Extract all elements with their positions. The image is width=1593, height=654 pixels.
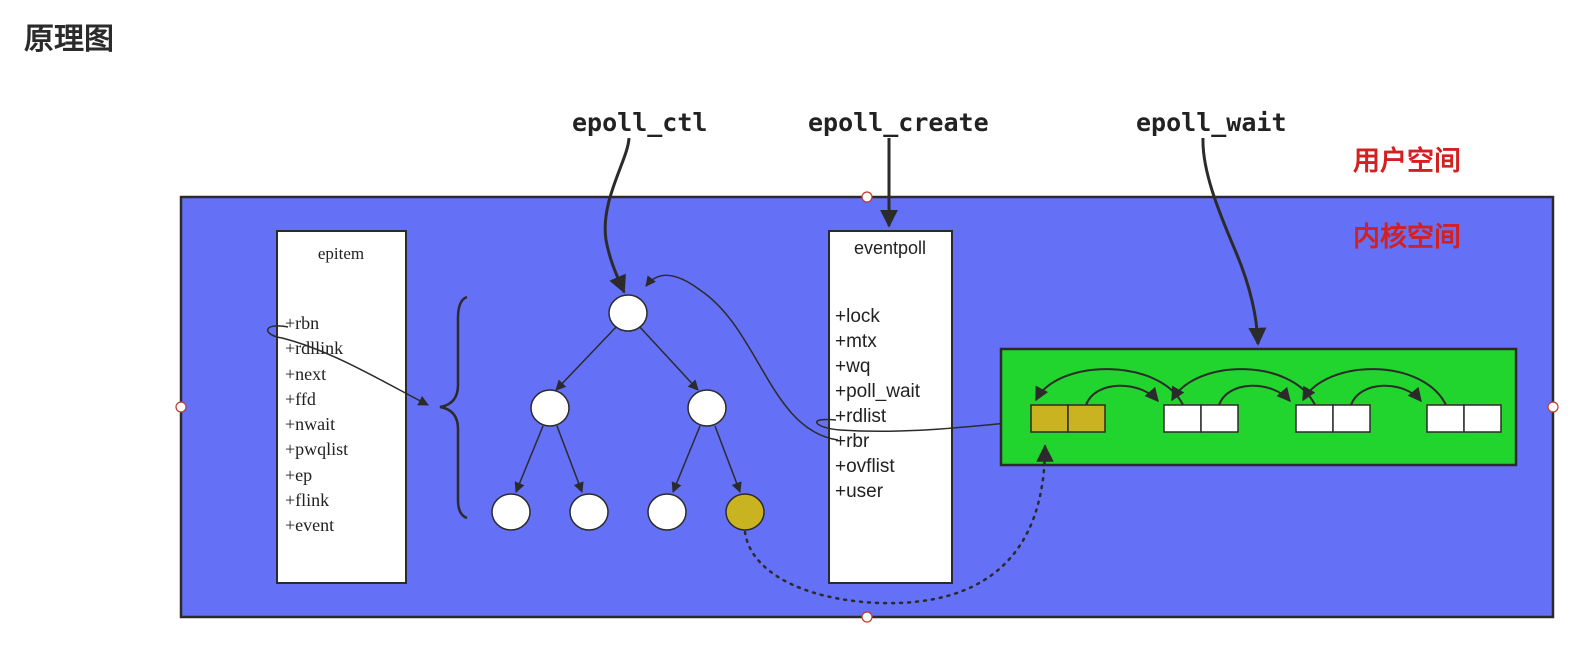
tree-edge [556, 425, 584, 493]
tree-node-root [608, 294, 648, 332]
list-link-next [1085, 384, 1159, 406]
page-title: 原理图 [24, 22, 114, 57]
list-node-cell [1426, 404, 1465, 433]
rbr-arrow [645, 274, 839, 441]
tree-node [647, 493, 687, 531]
epoll-wait-arrow [1201, 137, 1267, 346]
epoll-ctl-label: epoll_ctl [572, 108, 707, 137]
epitem-field: +next [285, 364, 326, 384]
eventpoll-struct: eventpoll +lock +mtx +wq +poll_wait +rdl… [828, 230, 953, 584]
rbn-arrow [267, 325, 429, 406]
epoll-ctl-arrow [603, 137, 631, 294]
list-link-prev [1302, 368, 1447, 406]
eventpoll-field: +poll_wait [835, 381, 921, 402]
epitem-struct: epitem +rbn +rdllink +next +ffd +nwait +… [276, 230, 407, 584]
tree-node-ready [725, 493, 765, 531]
epitem-title: epitem [318, 244, 364, 263]
handle-right[interactable] [1547, 401, 1559, 413]
eventpoll-box [828, 230, 953, 584]
tree-node [530, 389, 570, 427]
list-node-cell [1295, 404, 1334, 433]
epitem-field: +ep [285, 465, 312, 485]
list-node-cell [1163, 404, 1202, 433]
epitem-field: +rbn [285, 313, 319, 333]
tree-node [687, 389, 727, 427]
epitem-field: +event [285, 515, 334, 535]
list-link-next [1350, 384, 1422, 406]
eventpoll-field: +user [835, 481, 884, 502]
handle-left[interactable] [175, 401, 187, 413]
list-links [1035, 368, 1447, 406]
handle-top[interactable] [861, 191, 873, 203]
tree-node [569, 493, 609, 531]
tree-edge [671, 425, 701, 493]
brace-symbol [439, 295, 468, 520]
epitem-field: +ffd [285, 389, 316, 409]
tree-edge [637, 324, 699, 391]
handle-bottom[interactable] [861, 611, 873, 623]
tree-edge [514, 425, 544, 493]
list-node-cell [1332, 404, 1371, 433]
ready-callback-arrow [743, 444, 1054, 605]
eventpoll-title: eventpoll [854, 238, 926, 258]
list-node-cell [1463, 404, 1502, 433]
eventpoll-field: +wq [835, 356, 870, 377]
list-node-cell [1030, 404, 1069, 433]
list-node-cell [1200, 404, 1239, 433]
eventpoll-field: +rdlist [835, 406, 887, 427]
eventpoll-field: +lock [835, 306, 880, 327]
eventpoll-field: +ovflist [835, 456, 895, 477]
tree-edges [514, 324, 742, 493]
epitem-field: +flink [285, 490, 329, 510]
epoll-wait-label: epoll_wait [1136, 108, 1287, 137]
eventpoll-field: +rbr [835, 431, 870, 452]
epoll-create-label: epoll_create [808, 108, 989, 137]
eventpoll-field: +mtx [835, 331, 877, 352]
tree-node [491, 493, 531, 531]
epitem-box [276, 230, 407, 584]
rdlist-arrow [815, 416, 1029, 433]
epitem-field: +pwqlist [285, 439, 348, 459]
list-node-cell [1067, 404, 1106, 433]
ready-list-nodes [1030, 404, 1502, 433]
list-link-next [1218, 384, 1291, 406]
epitem-field: +nwait [285, 414, 335, 434]
tree-edge [555, 324, 619, 391]
list-link-prev [1035, 368, 1184, 406]
tree-edge [714, 425, 742, 493]
kernel-space-label: 内核空间 [1353, 221, 1461, 253]
user-space-label: 用户空间 [1353, 145, 1461, 177]
